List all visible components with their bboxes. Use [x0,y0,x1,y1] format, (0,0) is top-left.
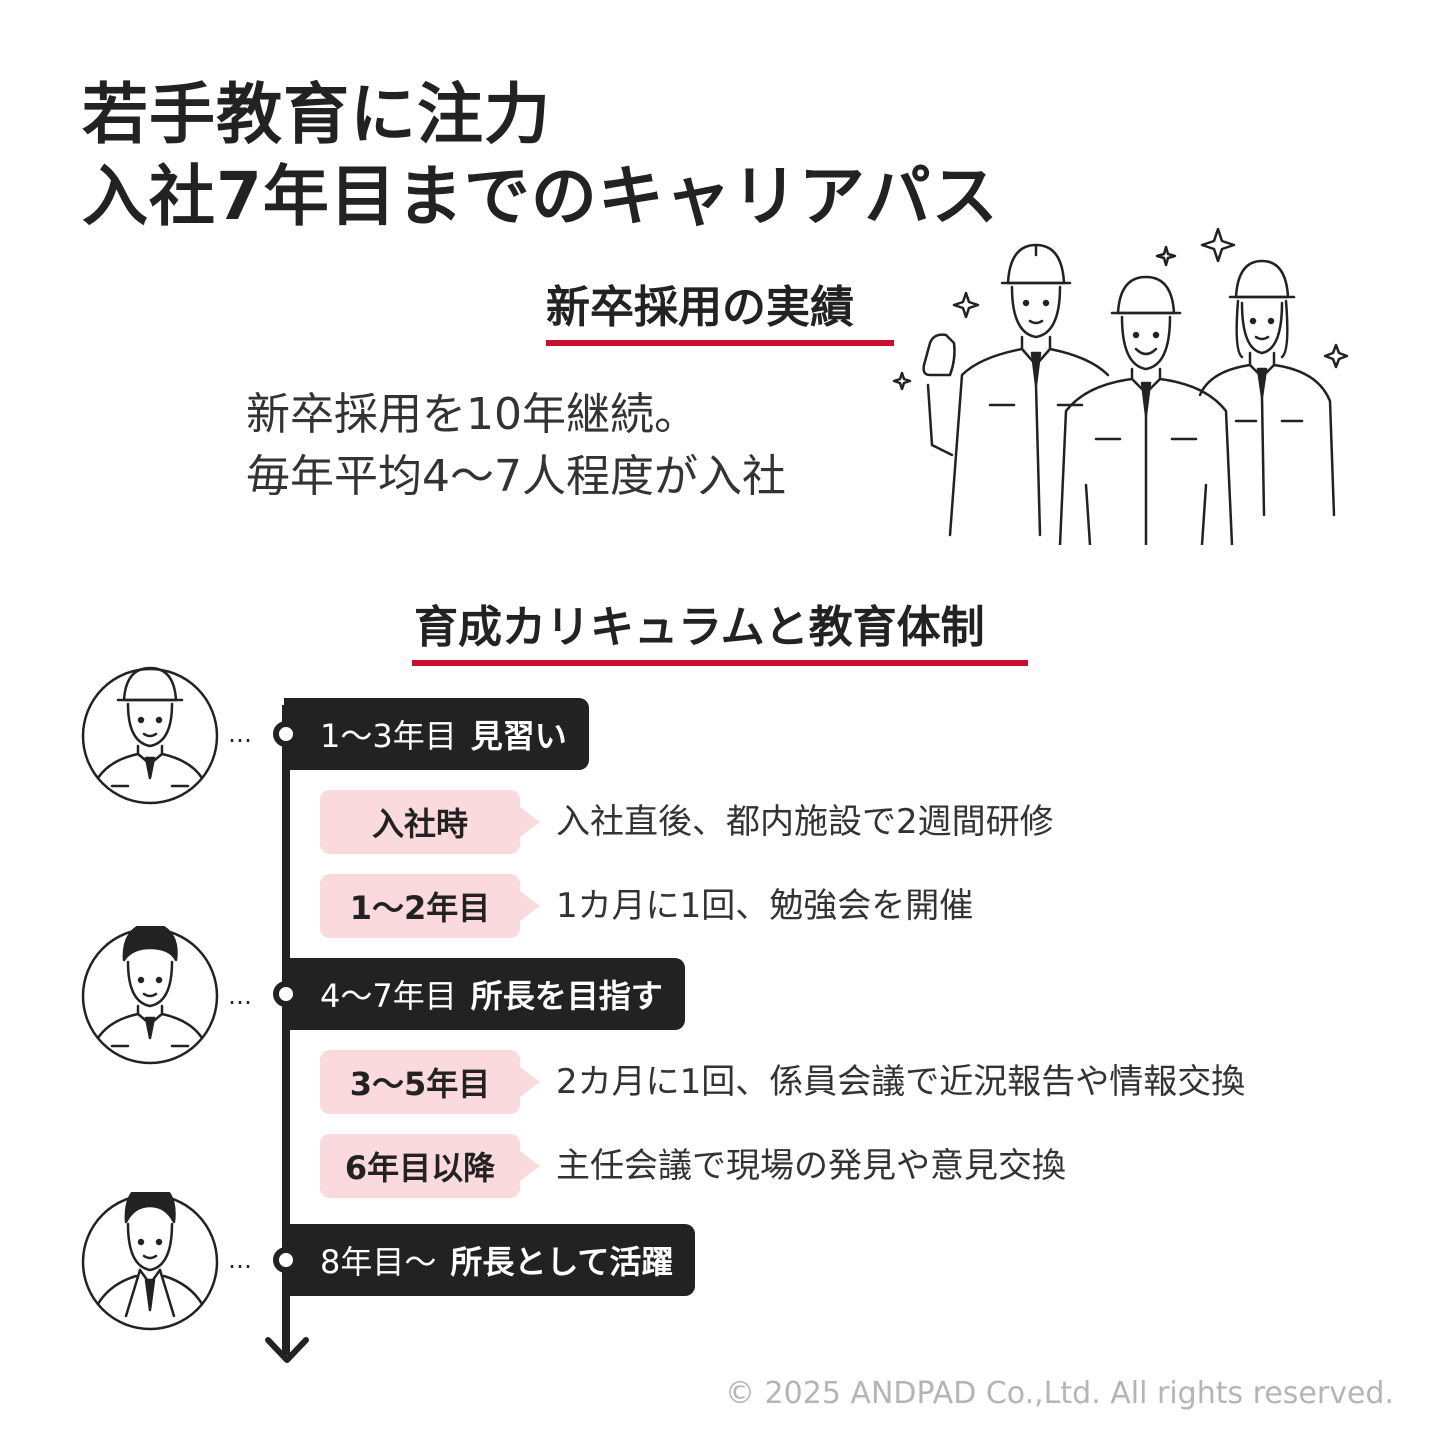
step-tag: 3〜5年目 [320,1050,540,1114]
curriculum-heading: 育成カリキュラムと教育体制 [414,602,985,653]
phase-3-banner: 8年目〜 所長として活躍 [284,1224,696,1296]
page-title-line2: 入社7年目までのキャリアパス [82,158,999,235]
phase-1-name: 見習い [470,717,567,755]
young-worker-avatar-icon [81,926,219,1065]
step-desc: 主任会議で現場の発見や意見交換 [556,1146,1066,1186]
arrow-down-icon [265,1337,309,1363]
timeline-node [273,721,299,747]
recruitment-underline [546,340,894,346]
step-tag: 入社時 [320,790,540,854]
copyright-text: © 2025 ANDPAD Co.,Ltd. All rights reserv… [725,1376,1394,1411]
phase-2-name: 所長を目指す [470,977,663,1015]
step-tag: 6年目以降 [320,1134,540,1198]
step-desc: 2カ月に1回、係員会議で近況報告や情報交換 [556,1062,1246,1102]
timeline-line [282,705,290,1355]
phase-2-banner: 4〜7年目 所長を目指す [284,958,685,1030]
timeline-node [273,981,299,1007]
manager-avatar-icon [81,1192,219,1331]
page-title: 若手教育に注力 入社7年目までのキャリアパス [82,74,999,238]
hardhat-worker-avatar-icon [81,666,219,805]
step-desc: 1カ月に1回、勉強会を開催 [556,886,974,926]
timeline-node [273,1247,299,1273]
recruitment-stats-line2: 毎年平均4〜7人程度が入社 [246,451,786,502]
step-desc: 入社直後、都内施設で2週間研修 [556,802,1054,842]
connector-dots: … [228,982,254,1010]
page-title-line1: 若手教育に注力 [82,76,551,153]
recruitment-stats-line1: 新卒採用を10年継続。 [246,389,698,440]
phase-2-years: 4〜7年目 [320,977,457,1015]
sparkle-icon [892,227,1349,391]
hardhat-worker-group-illustration [892,227,1349,545]
recruitment-heading: 新卒採用の実績 [546,282,854,333]
curriculum-underline [412,660,1028,666]
step-tag: 1〜2年目 [320,874,540,938]
recruitment-stats: 新卒採用を10年継続。 毎年平均4〜7人程度が入社 [246,384,786,508]
phase-1-banner: 1〜3年目 見習い [284,698,589,770]
phase-1-years: 1〜3年目 [320,717,457,755]
phase-3-name: 所長として活躍 [450,1243,674,1281]
phase-3-years: 8年目〜 [320,1243,437,1281]
connector-dots: … [228,720,254,748]
connector-dots: … [228,1246,254,1274]
